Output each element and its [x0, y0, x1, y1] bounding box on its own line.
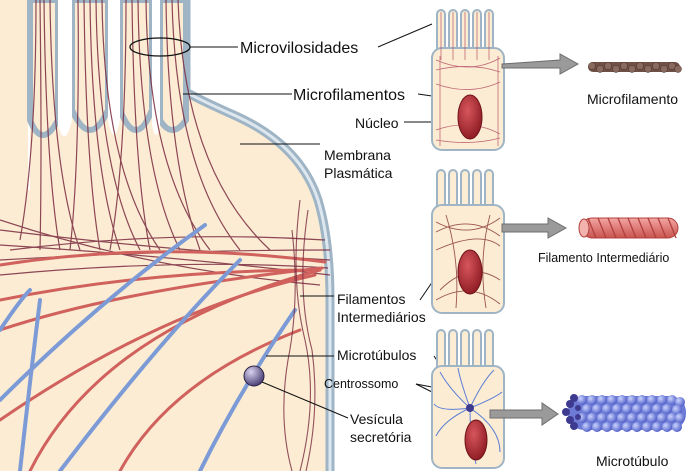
label-membrana-line1: Membrana [324, 147, 391, 163]
label-vesicula-line2: secretória [350, 429, 412, 445]
main-cell-illustration [0, 0, 330, 471]
intermediate-filament-detail [579, 218, 678, 238]
label-nucleo: Núcleo [355, 115, 399, 131]
nucleus-1 [458, 95, 482, 139]
label-vesicula-line1: Vesícula [350, 411, 403, 427]
centrosome [466, 404, 474, 412]
nucleus-3 [465, 420, 487, 460]
label-centrossomo: Centrossomo [324, 377, 398, 391]
label-filamentos-line2: Intermediários [337, 309, 426, 325]
panel-label-microfilamento: Microfilamento [587, 91, 678, 107]
label-microfilamentos: Microfilamentos [293, 87, 405, 104]
panel-label-microtubulo: Microtúbulo [596, 453, 669, 469]
cell-microfilaments [432, 10, 504, 150]
cell-intermediate-filaments [432, 170, 504, 313]
microfilament-detail [588, 62, 682, 73]
cell-microtubules [432, 330, 504, 468]
microvilli [30, 0, 186, 136]
nucleus-2 [458, 250, 482, 294]
label-microtubulos: Microtúbulos [337, 347, 416, 363]
label-microvilosidades: Microvilosidades [240, 40, 358, 57]
label-filamentos-line1: Filamentos [337, 291, 405, 307]
panel-label-filamento-intermediario: Filamento Intermediário [538, 251, 669, 265]
label-membrana-line2: Plasmática [324, 165, 393, 181]
secretory-vesicle [244, 366, 264, 386]
microtubule-detail [562, 394, 686, 432]
